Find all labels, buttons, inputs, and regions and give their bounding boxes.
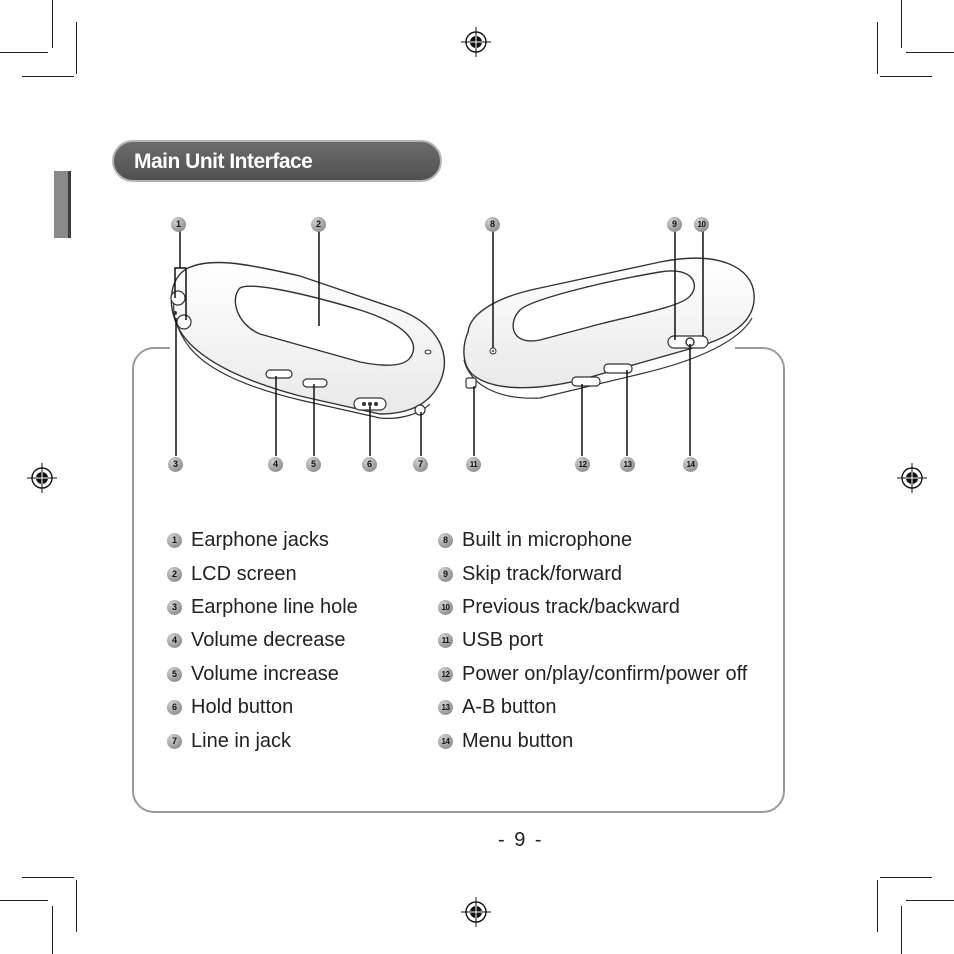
legend-label: Menu button <box>462 729 574 752</box>
crop-mark <box>880 76 932 77</box>
crop-mark <box>22 76 74 77</box>
legend-label: Skip track/forward <box>462 562 623 585</box>
legend-item: 5 Volume increase <box>167 662 339 686</box>
callout-badge-13: 13 <box>620 457 635 472</box>
crop-mark <box>76 880 77 932</box>
callout-badge-9: 9 <box>667 217 682 232</box>
legend-item: 3 Earphone line hole <box>167 595 358 619</box>
legend-badge: 4 <box>167 632 182 648</box>
callout-badge-8: 8 <box>485 217 500 232</box>
legend-label: Line in jack <box>191 729 292 752</box>
callout-badge-3: 3 <box>168 457 183 472</box>
legend-label: LCD screen <box>191 562 297 585</box>
legend-badge: 11 <box>438 632 453 648</box>
legend-label: Power on/play/confirm/power off <box>462 662 748 685</box>
legend-item: 6 Hold button <box>167 695 293 719</box>
legend-item: 8 Built in microphone <box>438 528 632 552</box>
legend-badge: 13 <box>438 699 453 715</box>
legend-label: USB port <box>462 628 544 651</box>
legend-label: A-B button <box>462 695 557 718</box>
legend-badge: 9 <box>438 566 453 582</box>
crop-mark <box>901 0 902 48</box>
legend-badge: 5 <box>167 666 182 682</box>
callout-badge-7: 7 <box>413 457 428 472</box>
page-number: - 9 - <box>498 829 544 851</box>
callout-badge-10: 10 <box>694 217 709 232</box>
legend-item: 10 Previous track/backward <box>438 595 680 619</box>
legend-badge: 14 <box>438 733 453 749</box>
crop-mark <box>0 900 48 901</box>
device-right-view <box>463 257 755 399</box>
crop-mark <box>52 0 53 48</box>
legend-badge: 1 <box>167 532 182 548</box>
legend-label: Earphone line hole <box>191 595 358 618</box>
legend-label: Previous track/backward <box>462 595 680 618</box>
legend-item: 14 Menu button <box>438 729 573 753</box>
registration-mark-icon <box>461 897 491 927</box>
crop-mark <box>0 52 48 53</box>
callout-badge-12: 12 <box>575 457 590 472</box>
section-title: Main Unit Interface <box>134 150 313 173</box>
crop-mark <box>76 22 77 74</box>
legend-label: Built in microphone <box>462 528 633 551</box>
legend-badge: 12 <box>438 666 453 682</box>
callout-badge-14: 14 <box>683 457 698 472</box>
legend-badge: 6 <box>167 699 182 715</box>
legend-item: 11 USB port <box>438 628 543 652</box>
callout-badge-6: 6 <box>362 457 377 472</box>
callout-badge-2: 2 <box>311 217 326 232</box>
legend-label: Volume decrease <box>191 628 346 651</box>
crop-mark <box>906 900 954 901</box>
legend-badge: 8 <box>438 532 453 548</box>
legend-badge: 10 <box>438 599 453 615</box>
legend-item: 2 LCD screen <box>167 562 297 586</box>
device-left-view <box>170 261 446 419</box>
section-title-banner: Main Unit Interface <box>112 140 442 182</box>
leader-lines <box>174 231 704 456</box>
crop-mark <box>880 877 932 878</box>
callout-badge-5: 5 <box>306 457 321 472</box>
crop-mark <box>901 906 902 954</box>
crop-mark <box>52 906 53 954</box>
legend-item: 1 Earphone jacks <box>167 528 329 552</box>
section-tab-marker <box>54 171 71 238</box>
legend-item: 13 A-B button <box>438 695 557 719</box>
legend-label: Earphone jacks <box>191 528 329 551</box>
legend-item: 4 Volume decrease <box>167 628 346 652</box>
crop-mark <box>906 52 954 53</box>
legend-label: Volume increase <box>191 662 339 685</box>
legend-badge: 7 <box>167 733 182 749</box>
legend-badge: 3 <box>167 599 182 615</box>
crop-mark <box>877 880 878 932</box>
legend-item: 7 Line in jack <box>167 729 291 753</box>
crop-mark <box>22 877 74 878</box>
legend-badge: 2 <box>167 566 182 582</box>
registration-mark-icon <box>897 463 927 493</box>
registration-mark-icon <box>27 463 57 493</box>
crop-mark <box>877 22 878 74</box>
callout-badge-11: 11 <box>466 457 481 472</box>
legend-item: 9 Skip track/forward <box>438 562 622 586</box>
callout-badge-1: 1 <box>171 217 186 232</box>
registration-mark-icon <box>461 27 491 57</box>
callout-badge-4: 4 <box>268 457 283 472</box>
legend-label: Hold button <box>191 695 294 718</box>
legend-item: 12 Power on/play/confirm/power off <box>438 662 747 686</box>
